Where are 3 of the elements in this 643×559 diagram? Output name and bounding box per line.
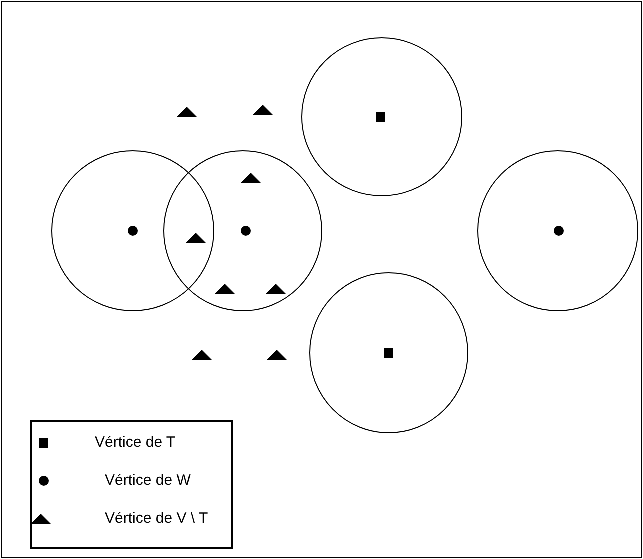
legend-text: Vértice de V \ T [105,510,208,527]
legend-text: Vértice de W [105,472,191,489]
legend-text: Vértice de T [95,434,176,451]
